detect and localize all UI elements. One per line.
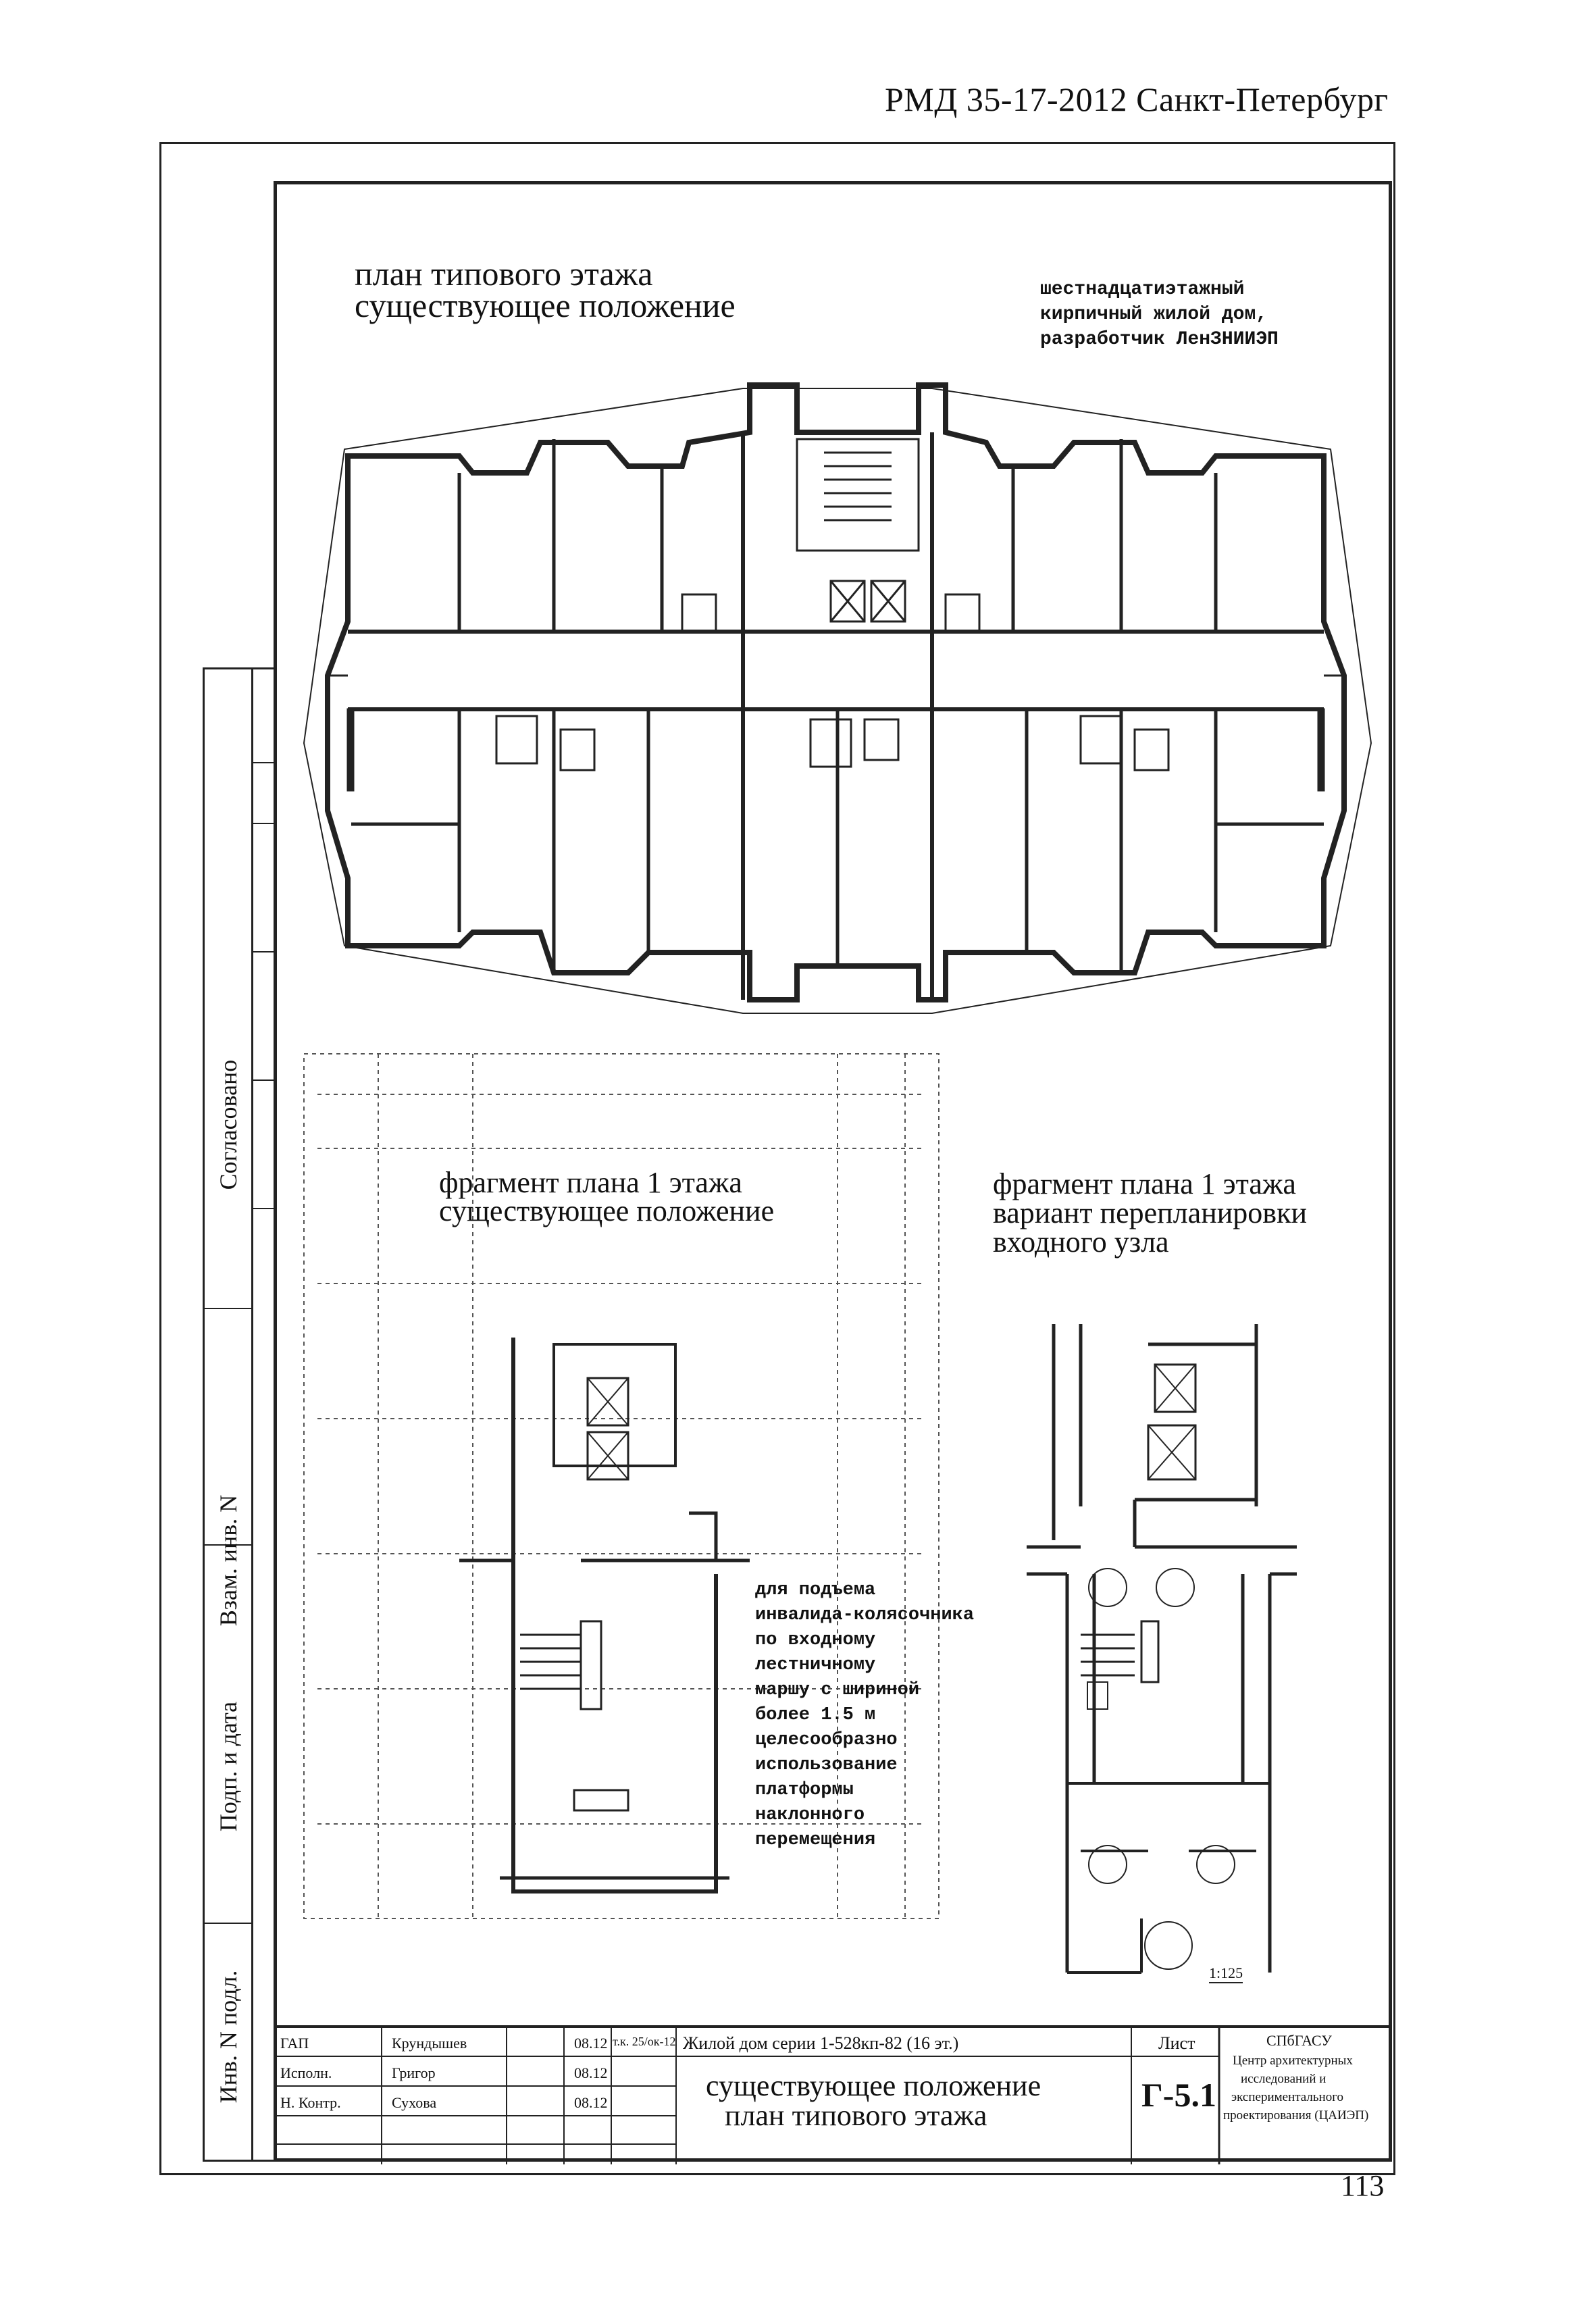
note-line: перемещения	[755, 1830, 876, 1850]
note-line: лестничному	[755, 1655, 876, 1675]
agreed-cell	[203, 667, 251, 1309]
note-line: целесообразно	[755, 1730, 898, 1750]
ground-existing-title-line1: фрагмент плана 1 этажа	[439, 1166, 742, 1199]
title-block-grid	[274, 2028, 1220, 2164]
org-line: экспериментального	[1231, 2090, 1344, 2104]
project-name: Жилой дом серии 1-528кп-82 (16 эт.)	[683, 2033, 959, 2053]
name-cell: Григор	[392, 2064, 436, 2081]
typical-floor-envelope	[303, 388, 1372, 1014]
ground-floor-existing-core	[459, 1338, 750, 1893]
note-line: наклонного	[755, 1805, 865, 1825]
note-line: инвалида-колясочника	[755, 1605, 975, 1625]
page-number: 113	[1341, 2169, 1385, 2202]
scale-label: 1:125	[1209, 1964, 1243, 1983]
side-stamp	[203, 667, 277, 2162]
stamp-grid-line	[251, 703, 277, 763]
title-block: ГАП Крундышев 08.12 Исполн. Григор 08.12…	[274, 2025, 1392, 2164]
outer-frame	[159, 142, 1395, 2175]
date-cell: 08.12	[574, 2064, 608, 2081]
ground-existing-title-line2: существующее положение	[439, 1194, 775, 1227]
typical-floor-outer-wall	[325, 382, 1347, 1002]
note-line: использование	[755, 1755, 898, 1775]
stamp-grid-line	[251, 763, 277, 824]
note-line: по входному	[755, 1630, 876, 1650]
org-line: СПбГАСУ	[1266, 2032, 1332, 2049]
sheet-title-line1: существующее положение	[706, 2069, 1041, 2102]
note-line: маршу с шириной	[755, 1680, 920, 1700]
sign-date-cell	[203, 1546, 251, 1924]
building-description-line2: кирпичный жилой дом,	[1040, 304, 1268, 325]
stair-core	[796, 438, 920, 552]
stamp-grid-line	[251, 1148, 277, 1209]
side-stamp-divider	[251, 667, 253, 2162]
name-cell: Крундышев	[392, 2035, 467, 2052]
role-cell: ГАП	[280, 2035, 309, 2052]
ground-variant-title-line1: фрагмент плана 1 этажа	[993, 1167, 1296, 1200]
stamp-grid-line	[251, 1020, 277, 1081]
note-line: для подъема	[755, 1580, 876, 1600]
typical-floor-title-line1: план типового этажа	[355, 255, 653, 293]
ground-variant-title-line2: вариант перепланировки	[993, 1196, 1308, 1229]
job-code: т.к. 25/ок-12	[613, 2035, 676, 2048]
note-line: более 1.5 м	[755, 1705, 876, 1725]
sheet-number: Г-5.1	[1141, 2076, 1216, 2114]
replaces-inv-cell	[203, 1309, 251, 1546]
date-cell: 08.12	[574, 2094, 608, 2111]
ground-floor-variant	[1027, 1324, 1297, 1974]
role-cell: Н. Контр.	[280, 2094, 341, 2111]
ground-variant-title-line3: входного узла	[993, 1225, 1169, 1259]
building-description-line3: разработчик ЛенЗНИИЭП	[1040, 329, 1279, 350]
wheelchair-note: для подъема инвалида-колясочника по вход…	[755, 1578, 974, 1853]
sheet-label: Лист	[1158, 2033, 1195, 2053]
note-line: платформы	[755, 1780, 854, 1800]
ground-floor-existing-faint	[303, 1053, 939, 1919]
date-cell: 08.12	[574, 2035, 608, 2052]
typical-floor-title-line2: существующее положение	[355, 286, 736, 324]
sheet-title-line2: план типового этажа	[725, 2099, 987, 2132]
document-reference: РМД 35-17-2012 Санкт-Петербург	[885, 80, 1389, 118]
stamp-grid-line	[251, 892, 277, 952]
building-description-line1: шестнадцатиэтажный	[1040, 279, 1245, 300]
org-line: Центр архитектурных	[1233, 2054, 1353, 2068]
org-line: проектирования (ЦАИЭП)	[1223, 2108, 1369, 2123]
role-cell: Исполн.	[280, 2064, 332, 2081]
name-cell: Сухова	[392, 2094, 437, 2111]
org-line: исследований и	[1241, 2072, 1327, 2086]
